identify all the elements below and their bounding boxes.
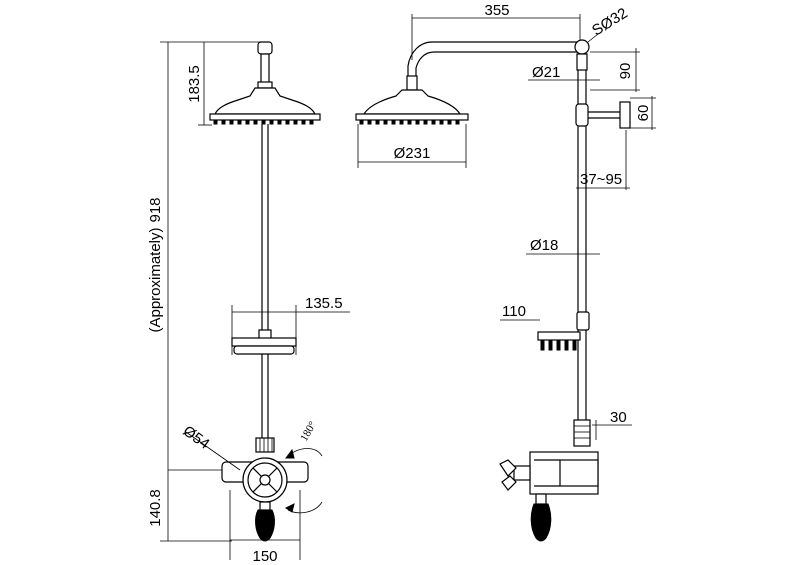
arm-diameter-label: Ø21 xyxy=(532,64,560,81)
shower-head-nozzles xyxy=(213,119,314,125)
caddy-width-label: 135.5 xyxy=(305,295,343,312)
shower-head-face xyxy=(209,113,321,121)
caddy-basket-top xyxy=(231,337,297,347)
side-view: 355 SØ32 90 Ø21 Ø231 xyxy=(355,2,656,542)
valve-cross-hub xyxy=(259,474,271,486)
lever-handle[interactable] xyxy=(255,509,275,542)
side-caddy-drips xyxy=(540,339,577,351)
side-valve-nut xyxy=(573,419,591,447)
side-lever-neck xyxy=(535,493,547,505)
caddy-basket xyxy=(233,345,295,355)
lever-neck xyxy=(259,501,271,511)
side-valve-cartridge xyxy=(559,459,599,487)
handle-diameter-label: Ø54 xyxy=(180,422,213,452)
handle-diameter-leader xyxy=(185,431,241,471)
side-head-stem xyxy=(406,75,418,91)
swivel-nut xyxy=(257,81,273,89)
side-head-rose xyxy=(362,89,462,115)
side-handle-spoke-1 xyxy=(499,459,517,477)
valve-top-nut xyxy=(255,437,275,453)
caddy-depth-label: 110 xyxy=(502,303,526,320)
side-lever-handle[interactable] xyxy=(530,503,552,542)
side-caddy-tray xyxy=(537,331,581,341)
overall-height-label: 918 xyxy=(147,197,164,222)
valve-height-label: 140.8 xyxy=(147,489,164,527)
side-handle-hub xyxy=(513,465,531,481)
s-diameter-label: SØ32 xyxy=(589,5,631,40)
bracket-size-label: 60 xyxy=(635,105,652,122)
arm-length-label: 355 xyxy=(484,2,509,19)
head-height-label: 183.5 xyxy=(186,65,203,103)
wall-bracket-clamp xyxy=(575,103,589,127)
side-caddy-clamp xyxy=(576,311,590,331)
rotation-arrow-bottom xyxy=(285,503,295,513)
riser-diameter-label: Ø18 xyxy=(530,237,558,254)
side-head-nozzles xyxy=(359,119,460,125)
arm-drop-label: 90 xyxy=(617,63,634,80)
side-handle-spoke-2 xyxy=(501,475,517,491)
swivel-top xyxy=(257,41,273,55)
s-diameter-leader xyxy=(587,33,599,43)
rotation-arrow-top xyxy=(285,448,295,459)
shower-arm-bottom xyxy=(415,51,582,76)
bracket-offset-label: 37~95 xyxy=(580,171,622,188)
shower-arm-top xyxy=(407,41,582,76)
overall-height-note: (Approximately) xyxy=(147,227,164,332)
valve-offset-label: 30 xyxy=(610,409,627,426)
front-view: 183.5 918 (Approximately) 140.8 135.5 xyxy=(147,41,350,565)
head-diameter-label: Ø231 xyxy=(394,145,431,162)
shower-head-rose xyxy=(214,87,316,115)
side-head-face xyxy=(355,113,469,121)
rotation-label: 180° xyxy=(298,419,319,443)
wall-bracket-plate xyxy=(619,101,631,129)
valve-width-label: 150 xyxy=(252,548,277,565)
arm-elbow-ball xyxy=(574,39,590,55)
swivel-stem xyxy=(260,53,270,85)
side-arm-connector xyxy=(576,53,588,71)
